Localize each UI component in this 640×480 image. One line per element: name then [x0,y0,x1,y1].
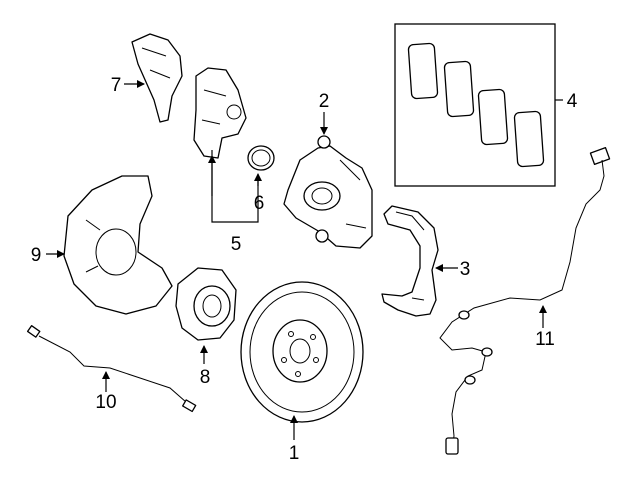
callout-8: 8 [200,367,211,388]
splash-shield [63,175,173,315]
callout-3: 3 [460,259,471,280]
callout-5: 5 [231,234,242,255]
caliper-housing [193,67,247,159]
callout-10: 10 [95,392,116,413]
callout-9: 9 [31,245,42,266]
brake-pad-set [394,23,556,187]
callout-1: 1 [289,443,300,464]
seal-ring [247,145,275,171]
brake-caliper [283,135,373,249]
callout-7: 7 [111,75,122,96]
heat-shield [131,33,183,123]
wear-sensor-wire [26,325,197,413]
leader-lines [46,80,563,440]
brake-rotor [240,281,364,423]
callout-11: 11 [535,329,555,350]
abs-sensor-harness [439,146,611,455]
callout-4: 4 [567,91,578,112]
callout-6: 6 [254,193,265,214]
callout-2: 2 [319,91,330,112]
caliper-bracket [381,205,439,317]
wheel-hub [175,267,237,341]
